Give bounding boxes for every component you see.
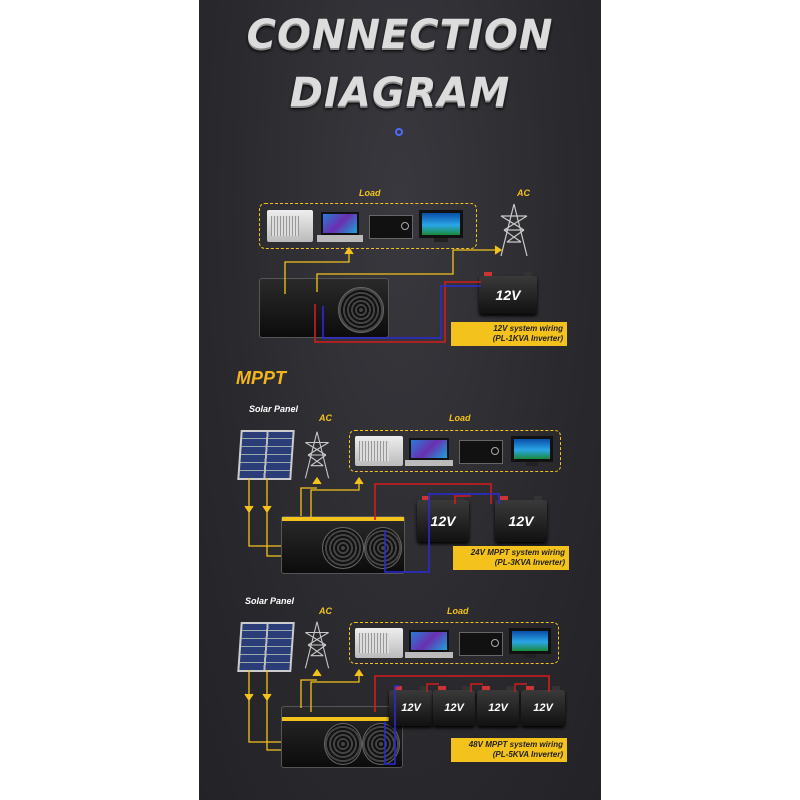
indicator-dot-icon: [395, 128, 403, 136]
diagram-panel: CONNECTION DIAGRAM Load AC 12V 12V syste…: [199, 0, 601, 800]
wiring-section-1: [284, 245, 503, 343]
tv-icon: [419, 210, 463, 242]
microwave-icon: [369, 215, 413, 239]
power-tower-icon: [500, 203, 528, 257]
battery-12v: 12V: [495, 496, 547, 542]
caption-section-1: 12V system wiring (PL-1KVA Inverter): [451, 322, 567, 346]
caption-line-1: 12V system wiring: [493, 324, 563, 333]
load-label: Load: [359, 188, 381, 198]
inverter-5kva: [281, 706, 403, 768]
caption-line-1: 48V MPPT system wiring: [468, 740, 563, 749]
caption-line-1: 24V MPPT system wiring: [470, 548, 565, 557]
battery-12v: 12V: [479, 272, 537, 314]
battery-12v: 12V: [477, 686, 519, 726]
load-group-box: [349, 430, 561, 472]
laptop-icon: [317, 212, 363, 242]
title-line-1: CONNECTION: [246, 12, 554, 58]
air-conditioner-icon: [267, 210, 313, 242]
wiring-section-3: [244, 668, 550, 765]
tv-icon: [511, 436, 553, 466]
load-label: Load: [449, 413, 471, 423]
caption-line-2: (PL-3KVA Inverter): [494, 558, 565, 567]
ac-label: AC: [517, 188, 530, 198]
load-group-box: [259, 203, 477, 249]
inverter-1kva: [259, 278, 389, 338]
wiring-section-2: [244, 476, 500, 573]
tv-icon: [509, 628, 551, 658]
solar-panel-label: Solar Panel: [249, 404, 299, 414]
air-conditioner-icon: [355, 628, 403, 658]
battery-12v: 12V: [433, 686, 475, 726]
battery-12v: 12V: [389, 686, 433, 726]
laptop-icon: [405, 438, 453, 466]
battery-12v: 12V: [417, 496, 469, 542]
ac-label: AC: [319, 606, 332, 616]
load-label: Load: [447, 606, 469, 616]
caption-section-3: 48V MPPT system wiring (PL-5KVA Inverter…: [451, 738, 567, 762]
laptop-icon: [405, 630, 453, 658]
battery-12v: 12V: [521, 686, 565, 726]
microwave-icon: [459, 632, 503, 656]
power-tower-icon: [304, 431, 330, 479]
title-line-2: DIAGRAM: [289, 70, 511, 116]
power-tower-icon: [304, 621, 330, 669]
mppt-heading: MPPT: [236, 368, 287, 388]
caption-line-2: (PL-5KVA Inverter): [492, 750, 563, 759]
load-group-box: [349, 622, 559, 664]
caption-section-2: 24V MPPT system wiring (PL-3KVA Inverter…: [453, 546, 569, 570]
microwave-icon: [459, 440, 503, 464]
caption-line-2: (PL-1KVA Inverter): [492, 334, 563, 343]
ac-label: AC: [319, 413, 332, 423]
air-conditioner-icon: [355, 436, 403, 466]
solar-panel-label: Solar Panel: [245, 596, 295, 606]
